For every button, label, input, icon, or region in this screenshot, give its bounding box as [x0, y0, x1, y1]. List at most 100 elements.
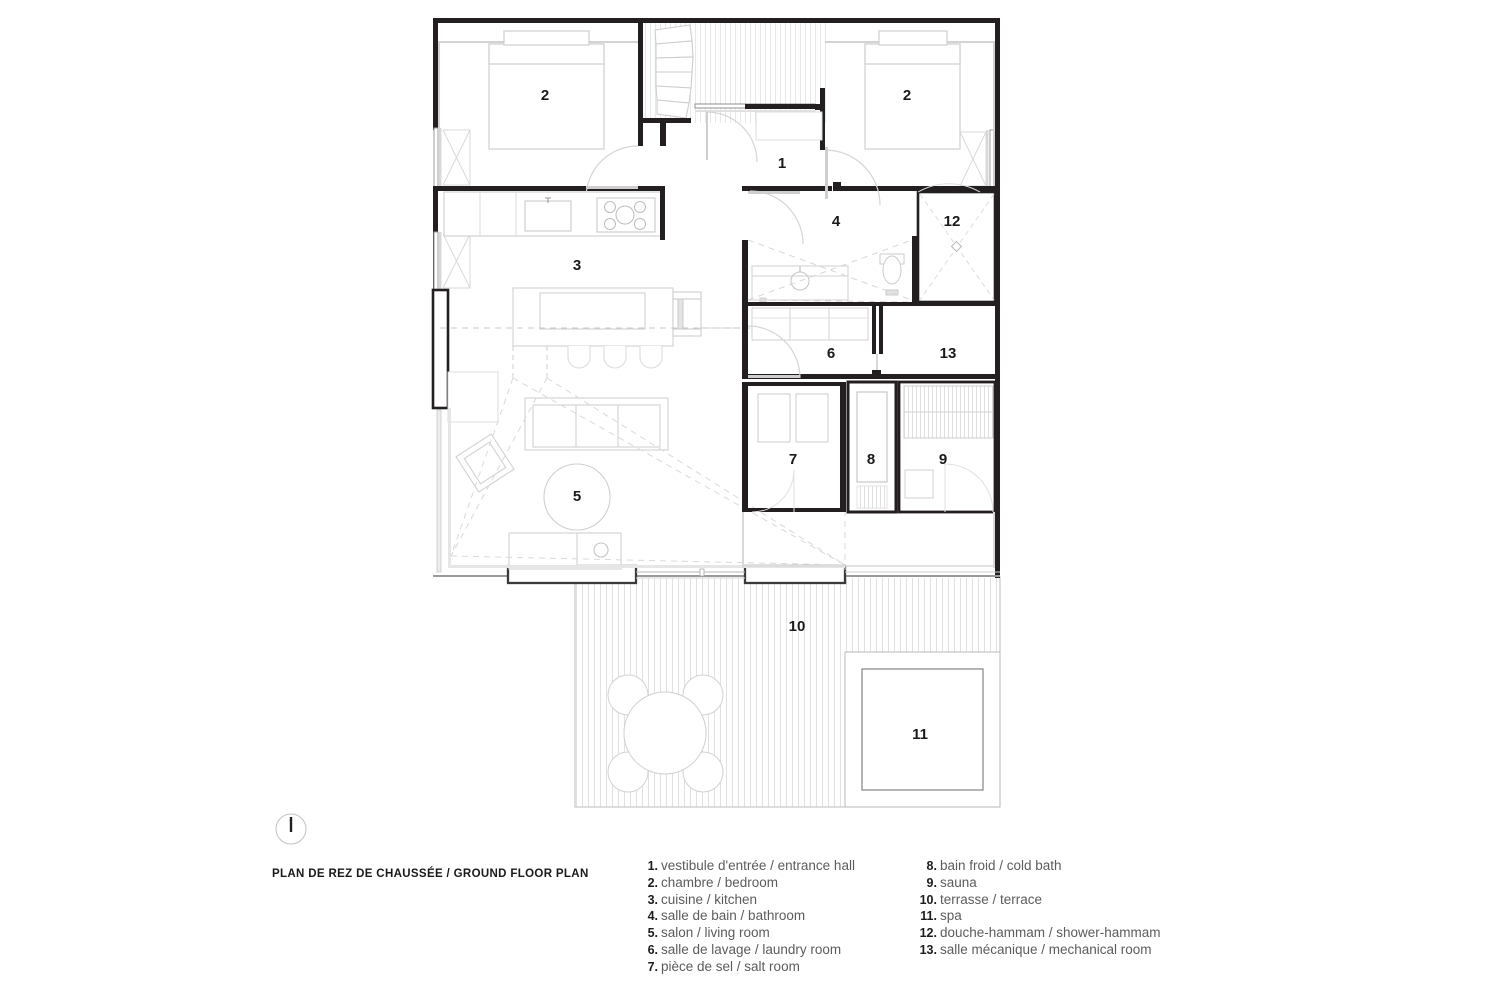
legend-number: 11. [920, 909, 937, 924]
north-arrow-icon [275, 813, 307, 845]
bedroom-right [825, 30, 995, 150]
mechanical-room [881, 302, 995, 379]
legend-label: sauna [939, 874, 977, 890]
living-room [448, 377, 846, 570]
legend-label: vestibule d'entrée / entrance hall [661, 858, 855, 873]
terrace-area [574, 576, 1001, 808]
legend-label: cuisine / kitchen [661, 891, 758, 907]
bedroom-left [433, 18, 666, 199]
room-label-2b: 2 [903, 87, 911, 104]
room-label-10: 10 [789, 618, 806, 635]
spa-wing-wall [742, 512, 995, 568]
terrace-dining-set [607, 674, 724, 793]
bed-right [864, 30, 961, 150]
sauna-benches [903, 385, 994, 439]
room-label-4: 4 [832, 213, 841, 230]
legend-item: 12. douche-hammam / shower-hammam [915, 925, 1161, 942]
bed-left [488, 30, 605, 150]
legend-item: 7. pièce de sel / salt room [636, 959, 855, 976]
laundry-room [742, 302, 884, 379]
legend-item: 10. terrasse / terrace [915, 892, 1161, 909]
bathroom [742, 236, 918, 303]
legend-number: 10. [919, 892, 937, 907]
sauna-heater [904, 469, 934, 499]
legend-number: 4. [647, 909, 658, 924]
legend-label: pièce de sel / salt room [661, 958, 800, 974]
legend-number: 1. [647, 859, 658, 873]
legend-label: salle de lavage / laundry room [661, 941, 842, 957]
legend-item: 13. salle mécanique / mechanical room [915, 942, 1161, 959]
media-console [508, 532, 622, 570]
legend-label: spa [939, 908, 962, 924]
legend-item: 8. bain froid / cold bath [915, 858, 1161, 875]
legend-label: bain froid / cold bath [939, 858, 1062, 873]
legend-item: 3. cuisine / kitchen [636, 892, 855, 909]
legend-number: 8. [926, 859, 937, 873]
legend-item: 2. chambre / bedroom [636, 875, 855, 892]
legend-column-2: 8. bain froid / cold bath 9. sauna 10. t… [915, 858, 1161, 976]
cold-bath [846, 380, 898, 514]
floor-drain [950, 240, 963, 253]
room-label-1: 1 [778, 155, 786, 172]
window-left-bedroom [433, 127, 471, 189]
legend-item: 1. vestibule d'entrée / entrance hall [636, 858, 855, 875]
legend-item: 9. sauna [915, 875, 1161, 892]
entrance-hall [694, 88, 1000, 245]
vanity [751, 265, 849, 303]
legend-number: 6. [647, 942, 658, 957]
salt-benches [757, 393, 829, 443]
sauna [897, 380, 997, 514]
legend-number: 3. [647, 892, 658, 907]
legend-label: terrasse / terrace [939, 891, 1042, 907]
legend-item: 5. salon / living room [636, 925, 855, 942]
legend-label: chambre / bedroom [661, 874, 779, 890]
window-left-living [431, 288, 450, 410]
legend-label: salle de bain / bathroom [661, 908, 806, 924]
room-number-labels: 1 2 2 3 4 5 6 7 8 9 10 11 12 13 [541, 87, 961, 743]
sofa [524, 397, 669, 451]
room-label-7: 7 [789, 451, 797, 468]
legend-item: 11. spa [915, 908, 1161, 925]
caption-block: PLAN DE REZ DE CHAUSSÉE / GROUND FLOOR P… [272, 812, 602, 880]
legend-number: 13. [919, 942, 937, 957]
legend-label: salon / living room [661, 925, 770, 941]
room-label-6: 6 [827, 345, 835, 362]
shower-hammam [916, 183, 997, 304]
island-appliance [672, 291, 702, 337]
legend: 1. vestibule d'entrée / entrance hall 2.… [636, 858, 1161, 976]
room-label-8: 8 [867, 451, 875, 468]
spa-pool [844, 651, 1001, 808]
room-label-12: 12 [944, 213, 961, 230]
armchair [455, 433, 515, 493]
page-title: PLAN DE REZ DE CHAUSSÉE / GROUND FLOOR P… [272, 868, 589, 880]
legend-number: 7. [647, 959, 658, 974]
toilet [879, 253, 905, 296]
room-label-11: 11 [912, 726, 928, 743]
room-label-3: 3 [573, 257, 581, 274]
legend-label: douche-hammam / shower-hammam [939, 925, 1161, 941]
legend-number: 5. [647, 926, 658, 941]
laundry-appliances [751, 307, 869, 341]
salt-room [742, 382, 846, 513]
room-label-2a: 2 [541, 87, 549, 104]
sliding-door-track [636, 568, 1000, 579]
sliding-door-spa-wing[interactable] [743, 564, 847, 585]
plunge-pool [856, 391, 888, 483]
legend-number: 12. [919, 926, 937, 941]
legend-number: 9. [926, 875, 937, 890]
legend-item: 6. salle de lavage / laundry room [636, 942, 855, 959]
kitchen [440, 186, 845, 423]
legend-item: 4. salle de bain / bathroom [636, 908, 855, 925]
legend-column-1: 1. vestibule d'entrée / entrance hall 2.… [636, 858, 855, 976]
legend-number: 2. [647, 875, 658, 890]
room-label-9: 9 [939, 451, 947, 468]
glazing-left-living-lower [436, 409, 442, 573]
kitchen-island [512, 287, 674, 369]
room-label-5: 5 [573, 488, 581, 505]
legend-label: salle mécanique / mechanical room [939, 941, 1152, 957]
kitchen-counter [443, 191, 663, 237]
coffee-table [543, 463, 611, 531]
sightlines [450, 377, 846, 566]
